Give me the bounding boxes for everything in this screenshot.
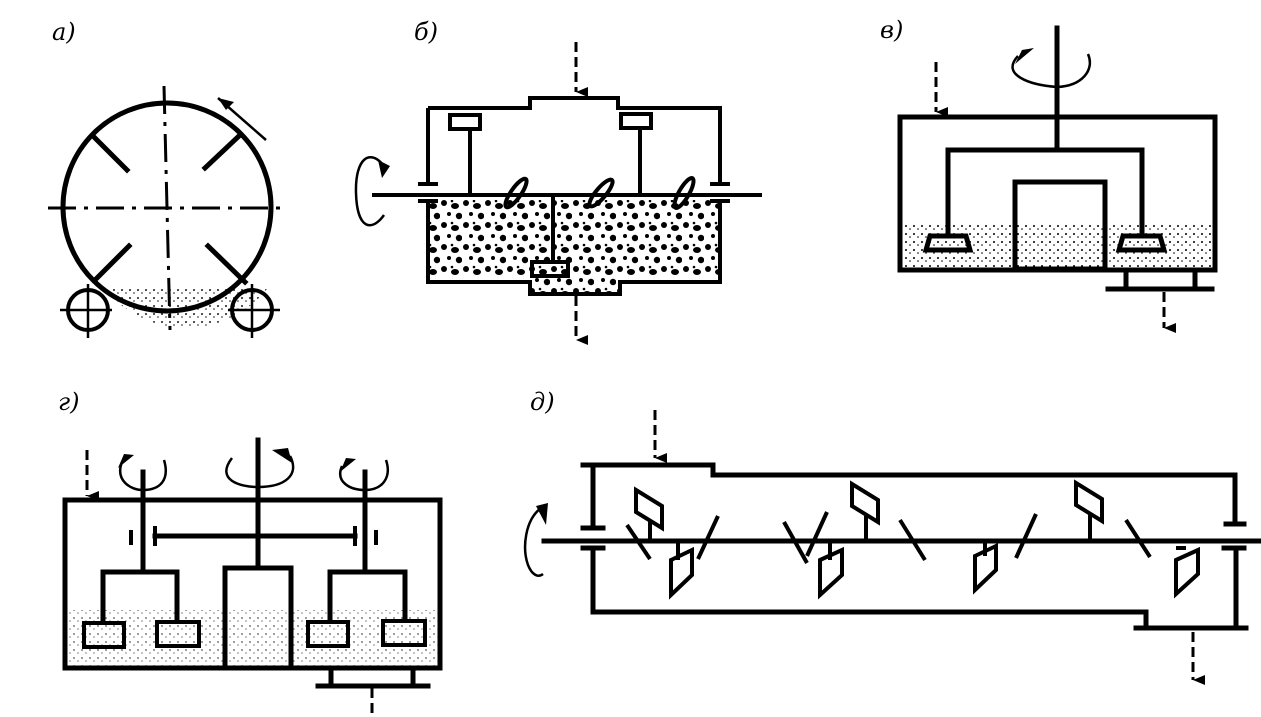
paddle	[619, 112, 653, 130]
paddle	[448, 113, 482, 131]
rotor-frame-right	[327, 569, 408, 623]
rotation-arrowhead-icon	[218, 98, 234, 110]
panel-g: г)	[58, 388, 443, 715]
paddle	[818, 541, 844, 600]
blade	[587, 177, 615, 209]
trough-top	[580, 462, 1238, 525]
blade	[503, 176, 529, 210]
rotation-arrowhead-icon	[118, 454, 134, 468]
paddle	[669, 541, 694, 600]
rotation-arrowhead-icon	[272, 448, 292, 463]
rotation-arrow	[523, 507, 544, 577]
support-roller-right	[228, 284, 280, 338]
trough-bottom	[590, 545, 1239, 631]
panel-label-v: в)	[880, 16, 903, 44]
blade	[1124, 518, 1152, 559]
rotation-arrow	[339, 459, 389, 492]
blade	[625, 523, 652, 561]
paddle	[1074, 479, 1104, 541]
scraper	[1115, 233, 1168, 253]
central-column	[1012, 179, 1108, 272]
rotation-arrowhead-icon	[340, 458, 356, 472]
panel-label-d: д)	[530, 388, 555, 416]
blade	[91, 242, 133, 284]
material-fill	[430, 200, 720, 278]
rotor-frame	[945, 147, 1145, 235]
rotation-arrowhead-icon	[536, 503, 548, 525]
blade	[1014, 513, 1038, 559]
blade	[89, 132, 131, 174]
rotation-arrowhead-icon	[1015, 48, 1034, 64]
rotation-arrow	[1011, 53, 1091, 89]
panel-b: б)	[354, 18, 762, 345]
material-fill	[66, 610, 438, 666]
mixer-housing-top	[428, 96, 722, 182]
vertical-axis-line	[162, 85, 172, 331]
paddle	[381, 619, 427, 647]
paddle	[306, 620, 350, 648]
rotor-frame-left	[100, 569, 180, 623]
panel-a: а)	[48, 18, 285, 338]
paddle	[850, 480, 880, 541]
rotation-arrow	[225, 455, 295, 489]
support-roller-left	[60, 284, 112, 338]
rotation-arrow	[354, 155, 386, 227]
paddle	[1174, 546, 1200, 599]
panel-label-g: г)	[58, 388, 80, 416]
blade	[782, 521, 809, 564]
blade	[696, 515, 720, 560]
blade	[805, 511, 829, 557]
blade	[672, 176, 696, 210]
panel-v: в)	[880, 16, 1218, 333]
panel-d: д)	[523, 388, 1261, 685]
blade	[898, 518, 927, 562]
paddle	[82, 621, 126, 649]
paddle	[155, 620, 201, 648]
scraper	[922, 233, 974, 253]
paddle	[973, 541, 998, 595]
paddle	[634, 486, 664, 541]
paddle	[530, 260, 570, 278]
panel-label-a: а)	[52, 18, 76, 46]
blade	[201, 131, 244, 172]
rotation-arrow	[119, 459, 167, 492]
mixer-housing-bottom	[426, 202, 722, 296]
rotation-arrowhead-icon	[378, 160, 390, 178]
blade	[204, 242, 249, 286]
panel-label-b: б)	[414, 18, 438, 46]
